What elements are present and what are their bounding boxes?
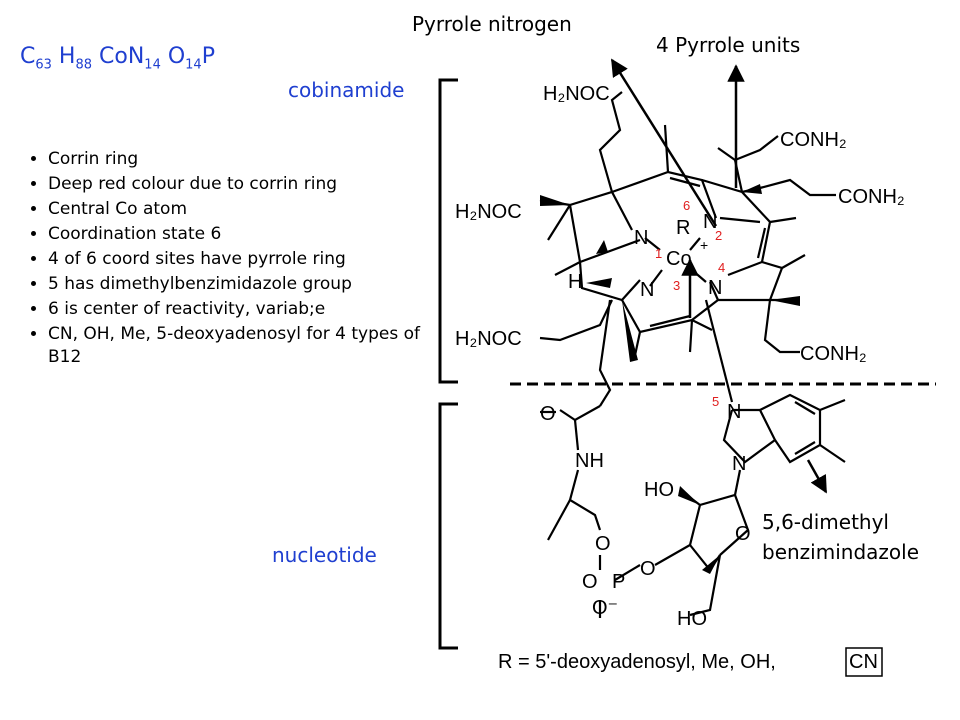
list-item: Central Co atom — [48, 198, 428, 221]
phosphorus-atom: P — [612, 571, 625, 593]
amide-label: H₂NOC — [455, 328, 522, 350]
site-number: 1 — [655, 246, 662, 261]
cn-box — [845, 647, 883, 677]
coordination-site-numbers: 6 2 1 4 3 5 — [655, 198, 725, 409]
list-item: 4 of 6 coord sites have pyrrole ring — [48, 248, 428, 271]
nitrogen-atom: N — [640, 279, 654, 301]
oxygen-atom: O — [735, 523, 751, 545]
charge-plus: + — [700, 237, 708, 253]
hydrogen-atom: H — [568, 271, 582, 293]
nucleotide-wedges — [678, 486, 720, 574]
list-item: Corrin ring — [48, 148, 428, 171]
site-number: 3 — [673, 278, 680, 293]
hydroxyl-label: HO — [677, 608, 707, 630]
r-group: R — [676, 217, 690, 239]
pyrrole-nitrogen-label: Pyrrole nitrogen — [412, 12, 572, 36]
cobinamide-label: cobinamide — [288, 78, 405, 102]
site-number: 2 — [715, 228, 722, 243]
structure-atoms: H₂NOC H₂NOC H₂NOC CONH₂ CONH₂ CONH₂ N N … — [455, 83, 905, 365]
dmb-arrow — [806, 459, 828, 494]
wedge-bonds — [540, 184, 800, 362]
annotation-arrows — [610, 58, 828, 494]
hydroxyl-label: HO — [644, 479, 674, 501]
dmb-label-line2: benzimindazole — [762, 540, 919, 564]
cn-label: CN — [849, 651, 878, 673]
list-item: Deep red colour due to corrin ring — [48, 173, 428, 196]
oxygen-atom: O — [582, 571, 598, 593]
site-number: 4 — [718, 260, 725, 275]
four-pyrrole-units-label: 4 Pyrrole units — [656, 33, 801, 57]
nitrogen-atom: N — [727, 401, 741, 423]
nitrogen-atom: N — [732, 453, 746, 475]
site-number: 5 — [712, 394, 719, 409]
list-item: Coordination state 6 — [48, 223, 428, 246]
amide-label: H₂NOC — [543, 83, 610, 105]
oxygen-atom: O — [540, 403, 556, 425]
amide-label: H₂NOC — [455, 201, 522, 223]
amide-label: CONH₂ — [800, 343, 867, 365]
nitrogen-atom: N — [703, 211, 717, 233]
list-item: 5 has dimethylbenzimidazole group — [48, 273, 428, 296]
r-group-legend: R = 5'-deoxyadenosyl, Me, OH, — [498, 651, 776, 673]
molecular-formula: C63 H88 CoN14 O14P — [20, 44, 215, 73]
oxygen-atom: O — [595, 533, 611, 555]
feature-list: Corrin ring Deep red colour due to corri… — [26, 148, 428, 371]
phosphate-oxygen: O⁻ — [592, 597, 618, 619]
oxygen-atom: O — [640, 558, 656, 580]
site-number: 6 — [683, 198, 690, 213]
nucleotide-label: nucleotide — [272, 543, 377, 567]
nucleotide-atoms: O NH O O P O O⁻ HO O HO N N — [540, 401, 751, 630]
amide-label: CONH₂ — [838, 186, 905, 208]
list-item: CN, OH, Me, 5-deoxyadenosyl for 4 types … — [48, 323, 428, 369]
amide-label: CONH₂ — [780, 129, 847, 151]
pyrrole-nitrogen-arrow — [610, 58, 718, 227]
cobinamide-bracket — [438, 78, 458, 384]
dmb-label-line1: 5,6-dimethyl — [762, 510, 889, 534]
nitrogen-atom: N — [708, 277, 722, 299]
nucleotide-bracket — [438, 402, 458, 650]
amine-label: NH — [575, 450, 604, 472]
nitrogen-atom: N — [634, 227, 648, 249]
list-item: 6 is center of reactivity, variab;e — [48, 298, 428, 321]
cobalt-atom: Co — [666, 248, 692, 270]
